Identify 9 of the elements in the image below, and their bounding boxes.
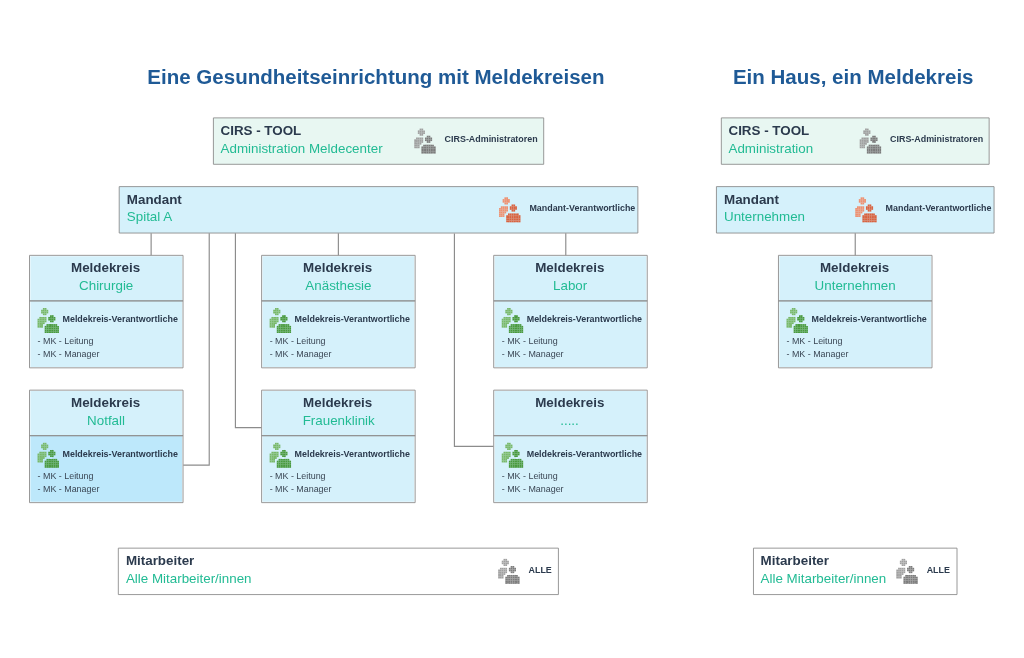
connector bbox=[182, 232, 210, 466]
connector bbox=[453, 232, 494, 447]
connector bbox=[234, 232, 262, 429]
connector bbox=[565, 232, 567, 256]
connector bbox=[337, 232, 339, 256]
connector bbox=[854, 232, 856, 256]
label: Ein Haus, ein Meldekreis bbox=[732, 64, 974, 88]
connector bbox=[150, 232, 152, 256]
label: Eine Gesundheitseinrichtung mit Meldekreisen bbox=[147, 64, 605, 88]
